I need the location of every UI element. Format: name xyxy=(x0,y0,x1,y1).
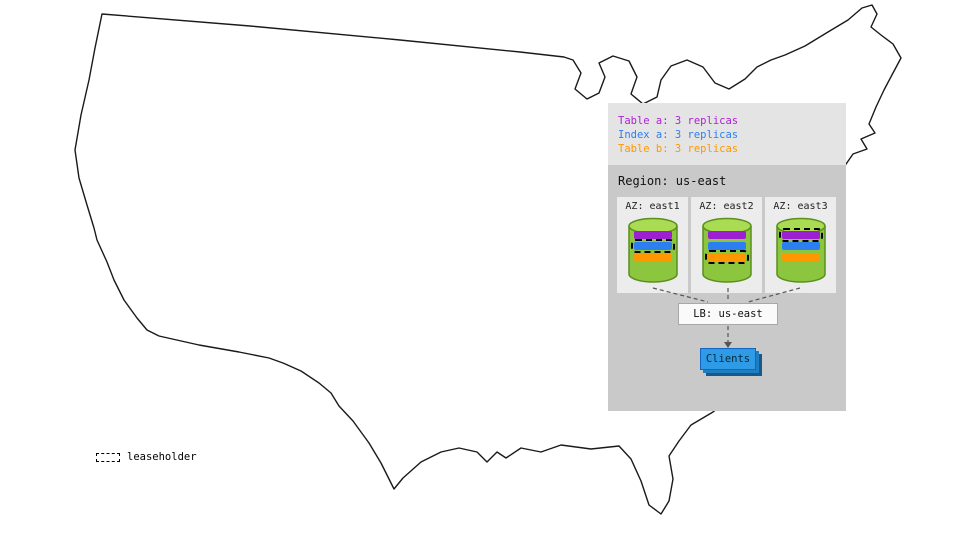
clients-box: Clients xyxy=(700,348,756,370)
az-east2: AZ: east2 xyxy=(691,197,762,293)
leaseholder-key: leaseholder xyxy=(96,451,197,463)
az-east2-label: AZ: east2 xyxy=(699,201,754,212)
az-row: AZ: east1 AZ: east2 xyxy=(617,197,836,293)
load-balancer: LB: us-east xyxy=(678,303,778,325)
cylinder-icon xyxy=(701,217,752,283)
replica-index-a xyxy=(781,242,820,250)
leaseholder-key-swatch xyxy=(96,452,120,462)
cylinder-icon xyxy=(627,217,678,283)
replica-table-b xyxy=(781,253,820,261)
az-east1: AZ: east1 xyxy=(617,197,688,293)
database-cylinder xyxy=(775,217,827,285)
az-east1-label: AZ: east1 xyxy=(625,201,680,212)
diagram-panel: Table a: 3 replicas Index a: 3 replicas … xyxy=(608,103,846,411)
legend-index-a: Index a: 3 replicas xyxy=(618,129,739,141)
legend-table-a: Table a: 3 replicas xyxy=(618,115,739,127)
cylinder-icon xyxy=(775,217,826,283)
leaseholder-key-label: leaseholder xyxy=(127,451,197,463)
replica-table-a xyxy=(707,231,746,239)
az-east3-label: AZ: east3 xyxy=(773,201,828,212)
replica-index-a xyxy=(707,242,746,250)
replica-table-a xyxy=(633,231,672,239)
region-box: Region: us-east AZ: east1 AZ: east2 xyxy=(608,165,846,411)
database-cylinder xyxy=(627,217,679,285)
replica-table-b xyxy=(633,253,672,261)
replica-table-a-leaseholder xyxy=(778,228,823,242)
database-cylinder xyxy=(701,217,753,285)
legend-table-b: Table b: 3 replicas xyxy=(618,143,739,155)
replica-index-a-leaseholder xyxy=(630,239,675,253)
az-east3: AZ: east3 xyxy=(765,197,836,293)
replica-legend: Table a: 3 replicas Index a: 3 replicas … xyxy=(608,103,846,156)
replica-table-b-leaseholder xyxy=(704,250,749,264)
region-label: Region: us-east xyxy=(618,174,727,188)
